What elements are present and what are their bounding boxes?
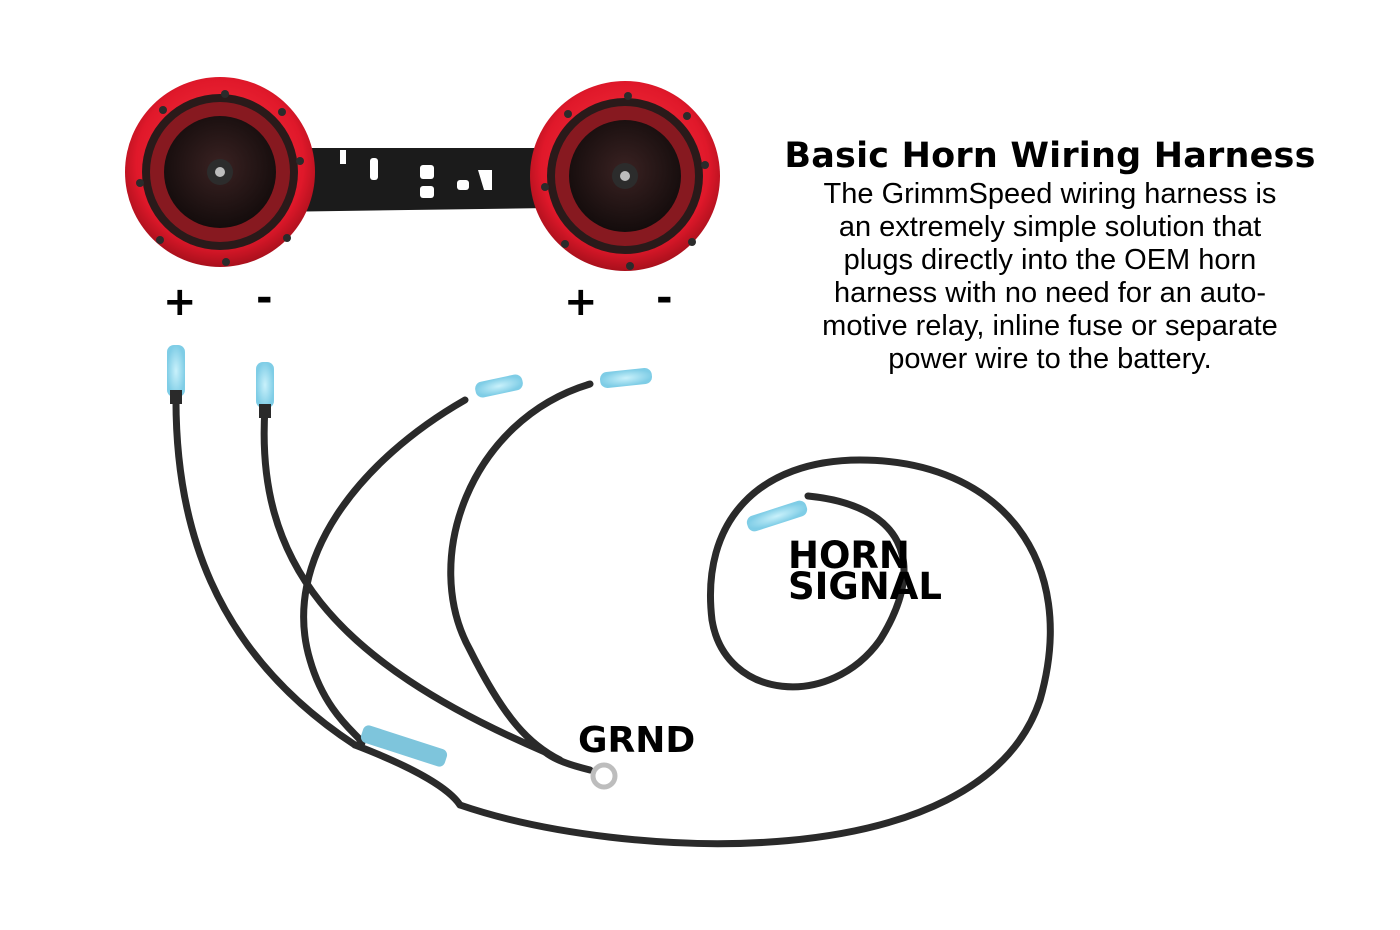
connectors — [167, 345, 808, 790]
connector-right-positive — [475, 374, 523, 398]
horn-signal-lead — [804, 492, 908, 644]
left-positive-wire — [172, 391, 359, 749]
horn-signal-label: HORN SIGNAL — [788, 534, 942, 608]
description-line: motive relay, inline fuse or separate — [822, 310, 1278, 342]
connector-left-positive — [167, 345, 185, 397]
wiring-harness — [172, 380, 1054, 848]
inline-splice — [360, 725, 448, 767]
left-horn-positive-label: + — [163, 279, 197, 325]
right-horn-positive-label: + — [564, 279, 598, 325]
diagram-title: Basic Horn Wiring Harness — [784, 136, 1316, 176]
left-horn-negative-label: - — [256, 275, 273, 321]
description-line: plugs directly into the OEM horn — [843, 244, 1257, 276]
right-positive-wire — [300, 396, 469, 749]
connector-horn-signal — [746, 500, 808, 532]
horn-signal-wire — [456, 456, 1054, 848]
mounting-bracket — [270, 148, 550, 212]
ground-ring-terminal — [590, 762, 618, 790]
right-horn-negative-label: - — [656, 275, 673, 321]
main-trunk-wire — [351, 741, 464, 809]
ground-lead — [541, 748, 594, 774]
description-line: an extremely simple solution that — [838, 211, 1262, 243]
connector-right-negative — [599, 368, 653, 388]
horn-signal-label-line1: HORN — [788, 534, 910, 577]
horn-signal-label-line2: SIGNAL — [788, 565, 942, 608]
description-line: The GrimmSpeed wiring harness is — [823, 178, 1277, 210]
right-negative-wire — [447, 380, 594, 764]
description-line: power wire to the battery. — [888, 343, 1212, 375]
left-negative-wire — [260, 404, 549, 756]
description-line: harness with no need for an auto- — [833, 277, 1267, 309]
left-horn — [125, 77, 315, 267]
ground-label: GRND — [578, 720, 696, 761]
diagram-description: The GrimmSpeed wiring harness is an extr… — [770, 178, 1330, 376]
right-horn — [530, 81, 720, 271]
connector-left-negative — [256, 362, 274, 408]
